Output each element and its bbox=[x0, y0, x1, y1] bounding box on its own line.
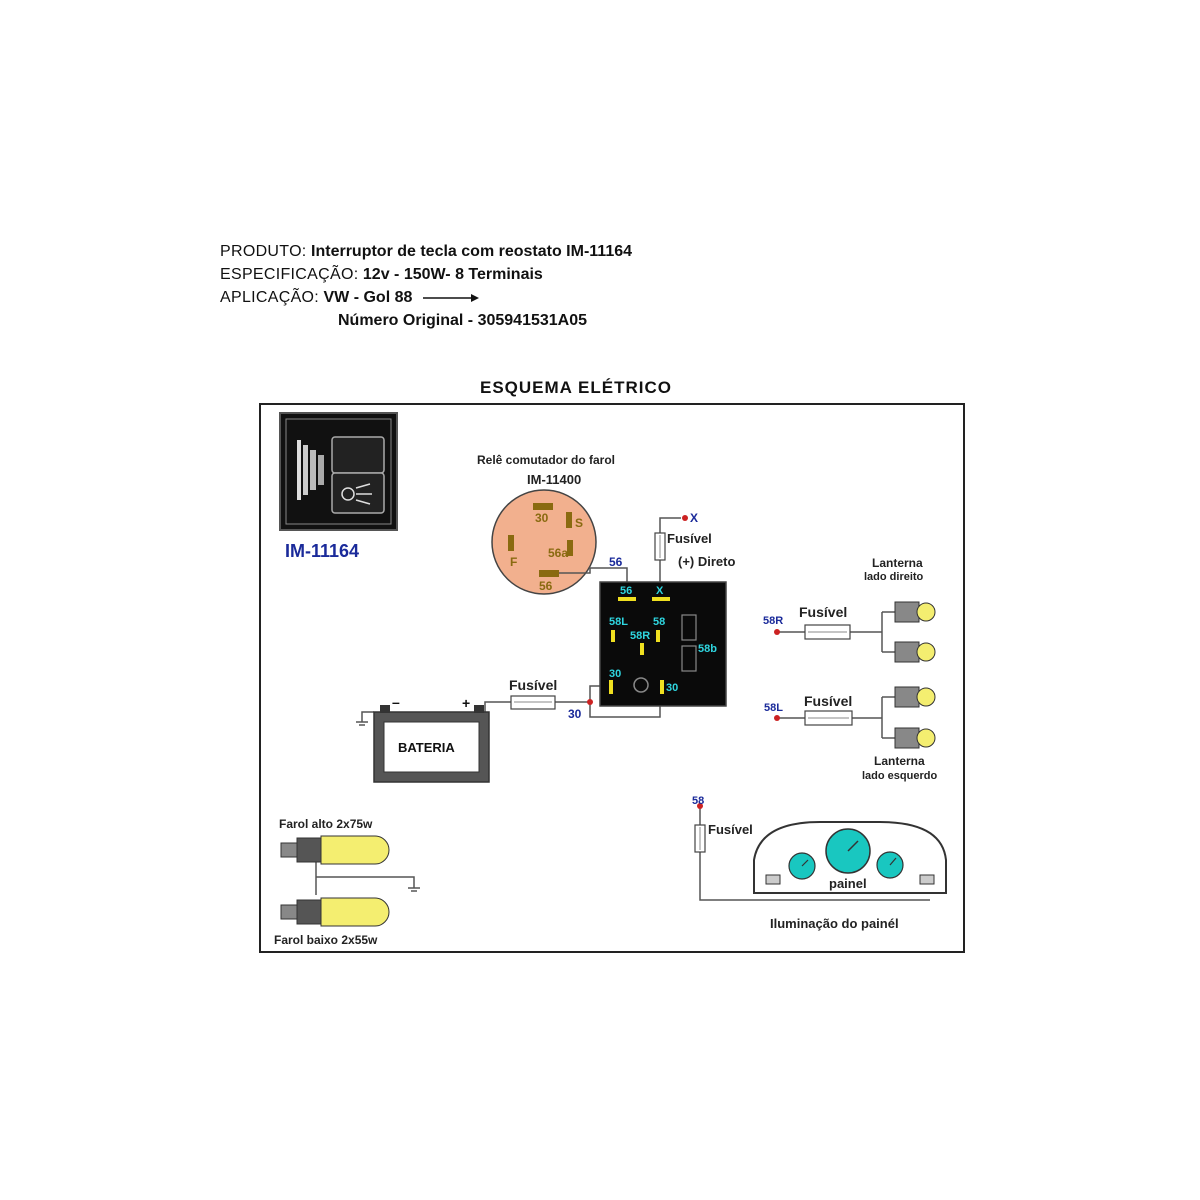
direct-positive-label: (+) Direto bbox=[678, 554, 735, 569]
headlight-ground-icon bbox=[408, 887, 420, 892]
relay-terminal-f: F bbox=[510, 555, 517, 569]
module-terminal-56: 56 bbox=[620, 585, 632, 597]
spec-especificacao: ESPECIFICAÇÃO: 12v - 150W- 8 Terminais bbox=[220, 266, 543, 283]
lamp-left-bottom bbox=[894, 727, 936, 749]
module-terminal-58: 58 bbox=[653, 616, 665, 628]
relay-terminal-s: S bbox=[575, 516, 583, 530]
headlight-high bbox=[280, 835, 390, 865]
arrow-right-icon bbox=[422, 293, 479, 302]
diagram-frame bbox=[259, 403, 965, 953]
fuse-right bbox=[804, 624, 851, 640]
headlight-high-label: Farol alto 2x75w bbox=[279, 817, 373, 831]
battery bbox=[373, 705, 490, 783]
switch-module: 56 X 58L 58R 58 58b 30 30 bbox=[599, 581, 727, 707]
module-terminal-30-a: 30 bbox=[609, 668, 621, 680]
module-terminal-x: X bbox=[656, 585, 664, 597]
lantern-left-line1: Lanterna bbox=[874, 754, 925, 768]
instrument-panel bbox=[753, 821, 947, 894]
relay: 30 S 56a F 56 bbox=[491, 489, 597, 595]
lantern-left-line2: lado esquerdo bbox=[862, 770, 937, 782]
spec-produto: PRODUTO: Interruptor de tecla com reosta… bbox=[220, 243, 633, 260]
relay-terminal-56: 56 bbox=[539, 579, 553, 593]
headlight-icon bbox=[341, 483, 372, 505]
fuse-panel bbox=[694, 824, 706, 853]
module-terminal-58b: 58b bbox=[698, 643, 717, 655]
battery-positive: + bbox=[462, 695, 470, 711]
module-terminal-30-b: 30 bbox=[666, 682, 678, 694]
wire-label-58l: 58L bbox=[764, 702, 783, 714]
lamp-left-top bbox=[894, 686, 936, 708]
terminal-dots bbox=[587, 515, 780, 809]
headlight-low bbox=[280, 897, 390, 927]
module-terminal-58r: 58R bbox=[630, 630, 650, 642]
rocker-switch bbox=[279, 412, 398, 531]
lamp-right-bottom bbox=[894, 641, 936, 663]
spec-aplicacao: APLICAÇÃO: VW - Gol 88 bbox=[220, 286, 632, 309]
panel-illumination-label: Iluminação do painél bbox=[770, 916, 899, 931]
fuse-left bbox=[804, 710, 853, 726]
fuse-battery bbox=[510, 695, 556, 710]
panel-label: painel bbox=[829, 876, 867, 891]
spec-numero-original: Número Original - 305941531A05 bbox=[338, 312, 588, 329]
fuse-left-label: Fusível bbox=[804, 693, 852, 709]
fuse-direct bbox=[654, 532, 666, 561]
relay-title: Relê comutador do farol bbox=[477, 453, 615, 467]
dimmer-scale-icon bbox=[297, 440, 324, 500]
headlight-low-label: Farol baixo 2x55w bbox=[274, 933, 378, 947]
battery-label: BATERIA bbox=[398, 740, 455, 755]
product-spec: PRODUTO: Interruptor de tecla com reosta… bbox=[220, 240, 632, 332]
relay-terminal-56a: 56a bbox=[548, 546, 568, 560]
lamp-right-top bbox=[894, 601, 936, 623]
fuse-right-label: Fusível bbox=[799, 604, 847, 620]
module-terminal-58l: 58L bbox=[609, 616, 628, 628]
wire-label-58r: 58R bbox=[763, 615, 783, 627]
wire-label-x: X bbox=[690, 511, 698, 525]
battery-negative: – bbox=[392, 694, 400, 710]
fuse-direct-label: Fusível bbox=[667, 531, 712, 546]
wires bbox=[315, 517, 930, 901]
wire-label-30: 30 bbox=[568, 707, 582, 721]
relay-terminal-30: 30 bbox=[535, 511, 549, 525]
wire-label-58: 58 bbox=[692, 795, 704, 807]
fuse-battery-label: Fusível bbox=[509, 677, 557, 693]
fuse-panel-label: Fusível bbox=[708, 822, 753, 837]
diagram-title: ESQUEMA ELÉTRICO bbox=[480, 378, 672, 397]
ground-icon bbox=[356, 721, 368, 726]
lantern-right-line2: lado direito bbox=[864, 571, 924, 583]
wire-label-56: 56 bbox=[609, 555, 623, 569]
relay-model: IM-11400 bbox=[527, 472, 581, 487]
switch-model: IM-11164 bbox=[285, 541, 359, 561]
lantern-right-line1: Lanterna bbox=[872, 556, 923, 570]
